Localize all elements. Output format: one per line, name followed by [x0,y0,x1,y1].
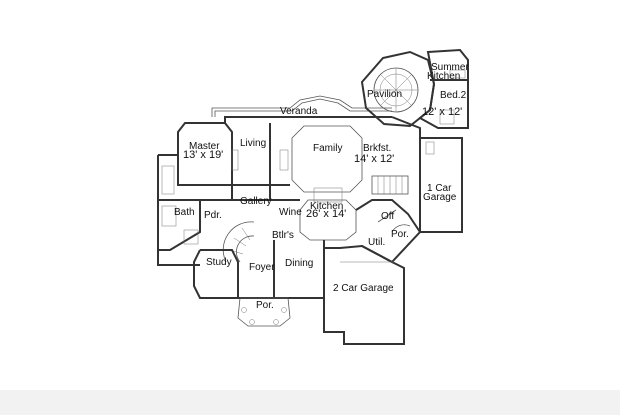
label-brkfst: Brkfst. [363,143,391,154]
label-master-size: 13' x 19' [183,149,223,161]
label-kitchen-summer: Kitchen [427,71,460,82]
label-kitchen-size: 26' x 14' [306,208,346,220]
label-gallery: Gallery [240,196,272,207]
label-btlrs: Btlr's [272,230,294,241]
label-por-right: Por. [391,229,409,240]
label-pdr: Pdr. [204,210,222,221]
label-foyer: Foyer [249,262,275,273]
label-master: Master [189,141,220,152]
label-1car-b: Garage [423,192,457,203]
label-off: Off [381,211,394,222]
label-living: Living [240,138,266,149]
bottom-band [0,390,620,415]
main-walls [157,116,463,345]
label-brkfst-size: 14' x 12' [354,153,394,165]
label-kitchen: Kitchen [310,201,343,212]
summer-kitchen-bed2-walls [418,48,469,129]
label-bed2: Bed.2 [440,90,467,101]
label-dining: Dining [285,258,313,269]
label-summer: Summer [431,62,469,73]
label-bath: Bath [174,207,195,218]
label-por-front: Por. [256,300,274,311]
label-wine: Wine [279,207,302,218]
label-bed2-size: 12' x 12' [422,106,462,118]
label-2car-garage: 2 Car Garage [333,283,394,294]
label-util: Util. [368,237,385,248]
label-1car-a: 1 Car [427,183,452,194]
label-pavilion: Pavilion [367,89,402,100]
label-veranda: Veranda [280,106,318,117]
room-labels: Veranda Pavilion Summer Kitchen Bed.2 12… [174,62,469,311]
veranda-outline [211,95,392,117]
label-family: Family [313,143,342,154]
label-study: Study [206,257,232,268]
